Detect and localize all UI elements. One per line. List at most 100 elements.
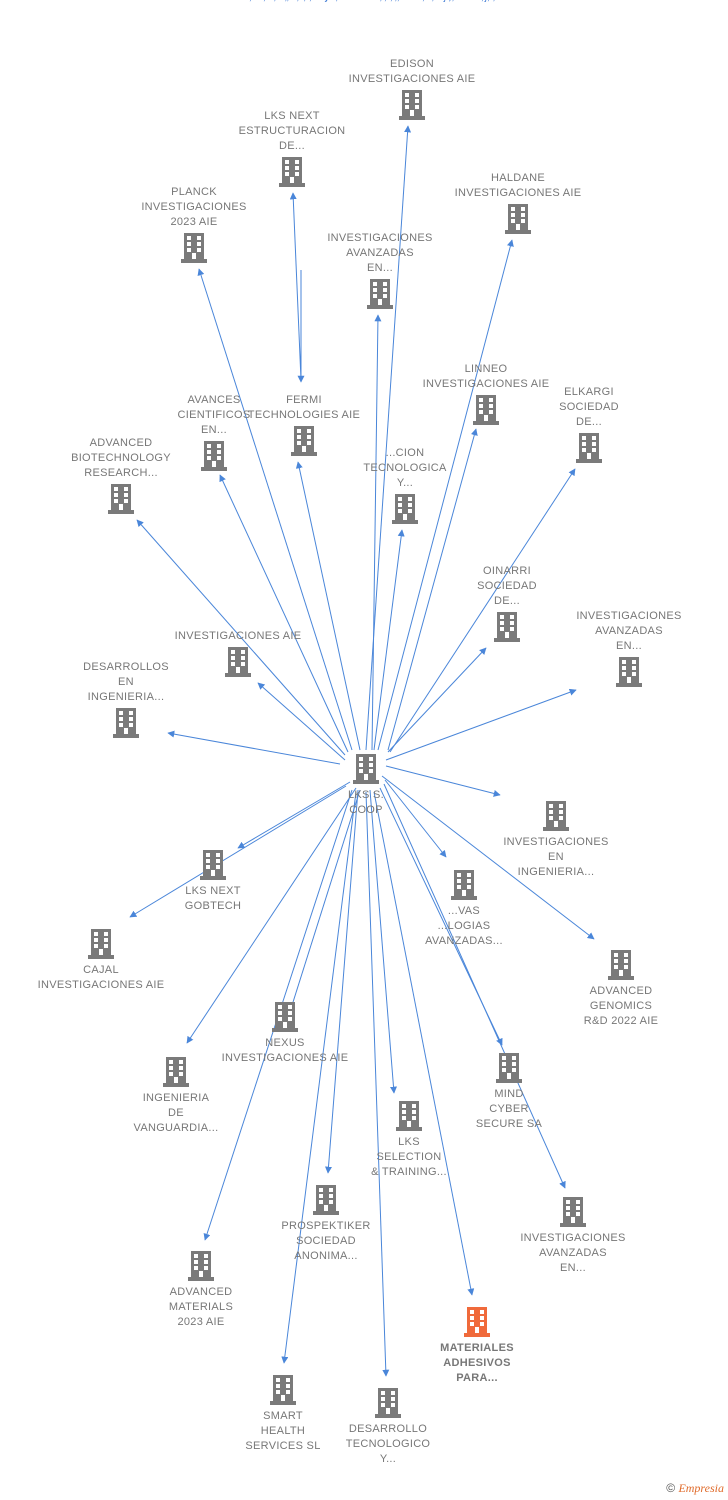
building-icon[interactable] bbox=[375, 1388, 401, 1418]
edge-role-label[interactable]: SocioÚnico bbox=[281, 0, 307, 3]
building-icon[interactable] bbox=[543, 801, 569, 831]
node-label: ...LOGIAS bbox=[438, 920, 491, 932]
edge-role-label[interactable]: Adm.Solid.,... bbox=[369, 0, 405, 3]
building-icon[interactable] bbox=[496, 1053, 522, 1083]
edge-role-label[interactable]: Adm.Solid.,... bbox=[261, 0, 297, 3]
building-icon[interactable] bbox=[270, 1375, 296, 1405]
node-label: & TRAINING... bbox=[371, 1166, 447, 1178]
building-icon[interactable] bbox=[163, 1057, 189, 1087]
edge-label-text: Adm. bbox=[284, 0, 307, 3]
edge-role-label[interactable]: Consej. ,Miem.... bbox=[415, 0, 454, 3]
company-node-inv-avanz-3[interactable]: INVESTIGACIONESAVANZADASEN... bbox=[520, 1197, 625, 1274]
building-icon[interactable] bbox=[451, 870, 477, 900]
company-node-center[interactable]: LKS S.COOP bbox=[348, 754, 384, 816]
building-icon[interactable] bbox=[608, 950, 634, 980]
company-node-inv-avanz-1[interactable]: INVESTIGACIONESAVANZADASEN... bbox=[327, 232, 432, 309]
edge-role-label[interactable]: Adm.Solid.,... bbox=[423, 0, 459, 3]
building-icon[interactable] bbox=[353, 754, 379, 784]
building-icon[interactable] bbox=[464, 1307, 490, 1337]
company-node-desarrollos[interactable]: DESARROLLOSENINGENIERIA... bbox=[83, 661, 169, 738]
edge-role-label[interactable]: Adm.Solid.,... bbox=[365, 0, 401, 3]
edge-role-label[interactable]: Adm.Solid.,... bbox=[406, 0, 442, 3]
edge-role-label[interactable]: Adm.Unico bbox=[332, 0, 358, 3]
company-node-ing-vanguardia[interactable]: INGENIERIADEVANGUARDIA... bbox=[134, 1057, 219, 1134]
building-icon[interactable] bbox=[272, 1002, 298, 1032]
edge-line bbox=[387, 428, 478, 751]
edge-role-label[interactable]: Adm.Solid.,... bbox=[300, 0, 336, 3]
company-node-inv-aie[interactable]: INVESTIGACIONES AIE bbox=[175, 630, 302, 677]
building-icon[interactable] bbox=[113, 708, 139, 738]
edge-role-label[interactable]: Adm.Unico,... bbox=[371, 0, 408, 3]
node-label: CYBER bbox=[489, 1103, 528, 1115]
edge-role-label[interactable]: Adm.Solid.,... bbox=[359, 0, 395, 3]
edge-role-label[interactable]: Adm.Solid.,... bbox=[248, 0, 284, 3]
company-node-nuevas-tec[interactable]: ...VAS...LOGIASAVANZADAS... bbox=[425, 870, 503, 947]
company-node-desarrollo-tec[interactable]: DESARROLLOTECNOLOGICOY... bbox=[346, 1388, 431, 1465]
brand-logo[interactable]: Empresia bbox=[678, 1481, 724, 1495]
building-icon[interactable] bbox=[396, 1101, 422, 1131]
building-icon[interactable] bbox=[188, 1251, 214, 1281]
edge-role-label[interactable]: Socio bbox=[321, 0, 346, 3]
building-icon[interactable] bbox=[201, 441, 227, 471]
building-icon[interactable] bbox=[473, 395, 499, 425]
building-icon[interactable] bbox=[560, 1197, 586, 1227]
building-icon[interactable] bbox=[616, 657, 642, 687]
edge-role-label[interactable]: Adm.Unico bbox=[410, 0, 436, 3]
edge-role-label[interactable]: Adm.Solid.,... bbox=[284, 0, 320, 3]
edge-role-label[interactable]: Adm.Solid.,... bbox=[456, 0, 492, 3]
edge-role-label[interactable]: Adm.Solid.,... bbox=[238, 0, 274, 3]
building-icon[interactable] bbox=[181, 233, 207, 263]
edge-role-label[interactable]: Adm.Unico,... bbox=[278, 0, 315, 3]
edge-role-label[interactable]: Adm.Solid.,... bbox=[271, 0, 307, 3]
company-node-inv-ingenieria[interactable]: INVESTIGACIONESENINGENIERIA... bbox=[503, 801, 608, 878]
building-icon[interactable] bbox=[313, 1185, 339, 1215]
edge-role-label[interactable]: Consejero bbox=[296, 0, 342, 3]
building-icon[interactable] bbox=[505, 204, 531, 234]
edge-role-label[interactable]: Adm.Solid.,... bbox=[259, 0, 295, 3]
edge-role-label[interactable]: Adm.Solid. bbox=[224, 0, 249, 3]
company-node-inv-avanz-2[interactable]: INVESTIGACIONESAVANZADASEN... bbox=[576, 610, 681, 687]
building-icon[interactable] bbox=[291, 426, 317, 456]
company-node-adv-biotech[interactable]: ADVANCEDBIOTECHNOLOGYRESEARCH... bbox=[71, 437, 171, 514]
building-icon[interactable] bbox=[200, 850, 226, 880]
edge-role-label[interactable]: Adm.Solid. bbox=[476, 0, 501, 3]
company-node-avances[interactable]: AVANCESCIENTIFICOSEN... bbox=[178, 394, 251, 471]
building-icon[interactable] bbox=[392, 494, 418, 524]
edge-role-label[interactable]: Adm.Unico,... bbox=[310, 0, 347, 3]
company-node-materiales[interactable]: MATERIALESADHESIVOSPARA... bbox=[440, 1307, 514, 1384]
building-icon[interactable] bbox=[494, 612, 520, 642]
edge-role-label[interactable]: Adm.Solid.,... bbox=[462, 0, 498, 3]
edge-role-label[interactable]: Adm.Unico bbox=[425, 0, 451, 3]
edge-role-label[interactable]: Adm.Solid.,... bbox=[354, 0, 390, 3]
building-icon[interactable] bbox=[576, 433, 602, 463]
building-icon[interactable] bbox=[108, 484, 134, 514]
building-icon[interactable] bbox=[279, 157, 305, 187]
edge-role-label[interactable]: Adm.Solid.,... bbox=[397, 0, 433, 3]
company-node-prospektiker[interactable]: PROSPEKTIKERSOCIEDADANONIMA... bbox=[281, 1185, 370, 1262]
company-node-lks-next-estr[interactable]: LKS NEXTESTRUCTURACIONDE... bbox=[239, 110, 346, 187]
building-icon[interactable] bbox=[399, 90, 425, 120]
edge-role-label[interactable]: Adm.Solid.,... bbox=[224, 0, 260, 3]
company-node-innovacion[interactable]: ...CIONTECNOLOGICAY... bbox=[363, 447, 447, 524]
edge-role-label[interactable]: Consej. ,Miem.... bbox=[456, 0, 495, 3]
company-node-elkargi[interactable]: ELKARGISOCIEDADDE... bbox=[559, 386, 619, 463]
edge-role-label[interactable]: Adm.Solid.,... bbox=[423, 0, 459, 3]
building-icon[interactable] bbox=[367, 279, 393, 309]
edge-label-text: Adm. bbox=[268, 0, 291, 3]
building-icon[interactable] bbox=[225, 647, 251, 677]
building-icon[interactable] bbox=[88, 929, 114, 959]
company-node-oinarri[interactable]: OINARRISOCIEDADDE... bbox=[477, 565, 537, 642]
